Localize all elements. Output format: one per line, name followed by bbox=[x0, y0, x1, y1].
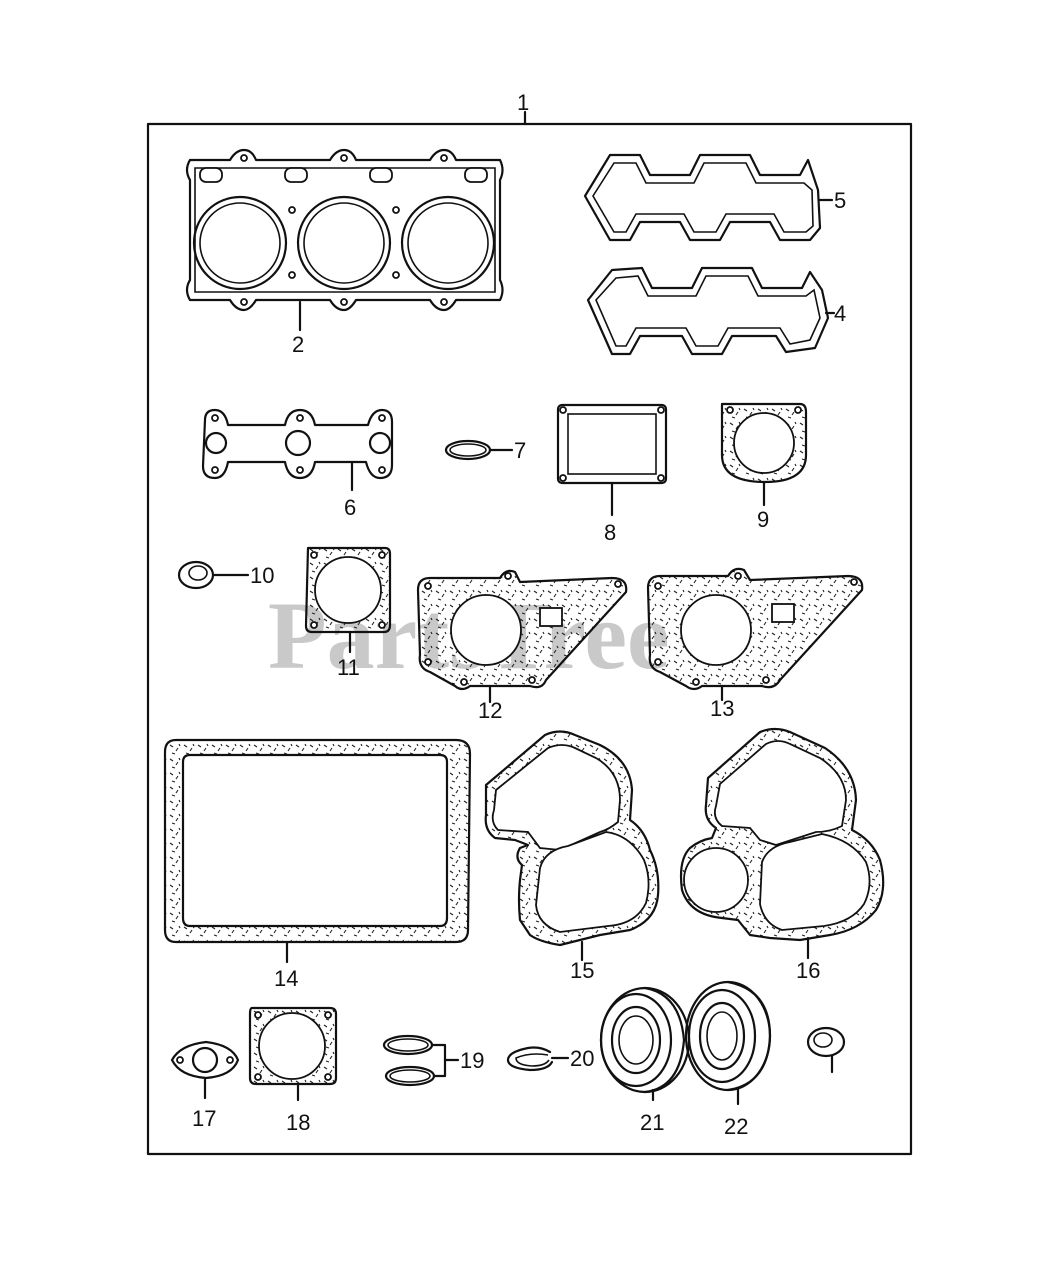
kit-outline bbox=[146, 110, 913, 1156]
square-flange-gasket bbox=[304, 546, 392, 654]
cylinder-head-gasket bbox=[185, 148, 504, 332]
callout-1: 1 bbox=[517, 90, 529, 115]
rectangular-cover-gasket bbox=[556, 403, 668, 517]
callout-18: 19 bbox=[460, 1048, 484, 1073]
rocker-cover-gasket-upper bbox=[583, 153, 834, 242]
callout-20: 21 bbox=[640, 1110, 664, 1135]
small-seal bbox=[177, 560, 250, 590]
small-seal-b bbox=[806, 1026, 846, 1074]
callout-11: 12 bbox=[478, 698, 502, 723]
callout-7: 8 bbox=[604, 520, 616, 545]
rounded-flange-gasket bbox=[720, 402, 808, 507]
oil-seal-a bbox=[599, 986, 691, 1102]
callout-15: 16 bbox=[796, 958, 820, 983]
pump-gasket-a bbox=[416, 569, 628, 704]
callout-21: 22 bbox=[724, 1114, 748, 1139]
callout-16: 17 bbox=[192, 1106, 216, 1131]
oil-seal-b bbox=[684, 980, 772, 1106]
rocker-cover-gasket-lower bbox=[586, 266, 836, 356]
manifold-gasket bbox=[201, 408, 394, 492]
callout-19: 20 bbox=[570, 1046, 594, 1071]
callout-6: 7 bbox=[514, 438, 526, 463]
pump-gasket-b bbox=[646, 567, 864, 702]
oil-pan-gasket bbox=[163, 738, 472, 964]
callout-13: 14 bbox=[274, 966, 298, 991]
callout-17: 18 bbox=[286, 1110, 310, 1135]
timing-cover-gasket-a bbox=[484, 730, 660, 962]
oval-flange-gasket bbox=[170, 1040, 240, 1100]
square-gasket-small bbox=[248, 1006, 338, 1102]
callout-8: 9 bbox=[757, 507, 769, 532]
small-o-ring bbox=[444, 439, 514, 461]
callout-2: 2 bbox=[292, 332, 304, 357]
callout-14: 15 bbox=[570, 958, 594, 983]
callout-10: 11 bbox=[337, 655, 360, 680]
callout-3: 4 bbox=[834, 301, 846, 326]
callout-12: 13 bbox=[710, 696, 734, 721]
callout-4: 5 bbox=[834, 188, 846, 213]
snap-ring bbox=[506, 1046, 570, 1072]
callout-5: 6 bbox=[344, 495, 356, 520]
timing-cover-gasket-b bbox=[679, 727, 885, 960]
callout-9: 10 bbox=[250, 563, 274, 588]
o-ring-pair bbox=[382, 1034, 460, 1087]
